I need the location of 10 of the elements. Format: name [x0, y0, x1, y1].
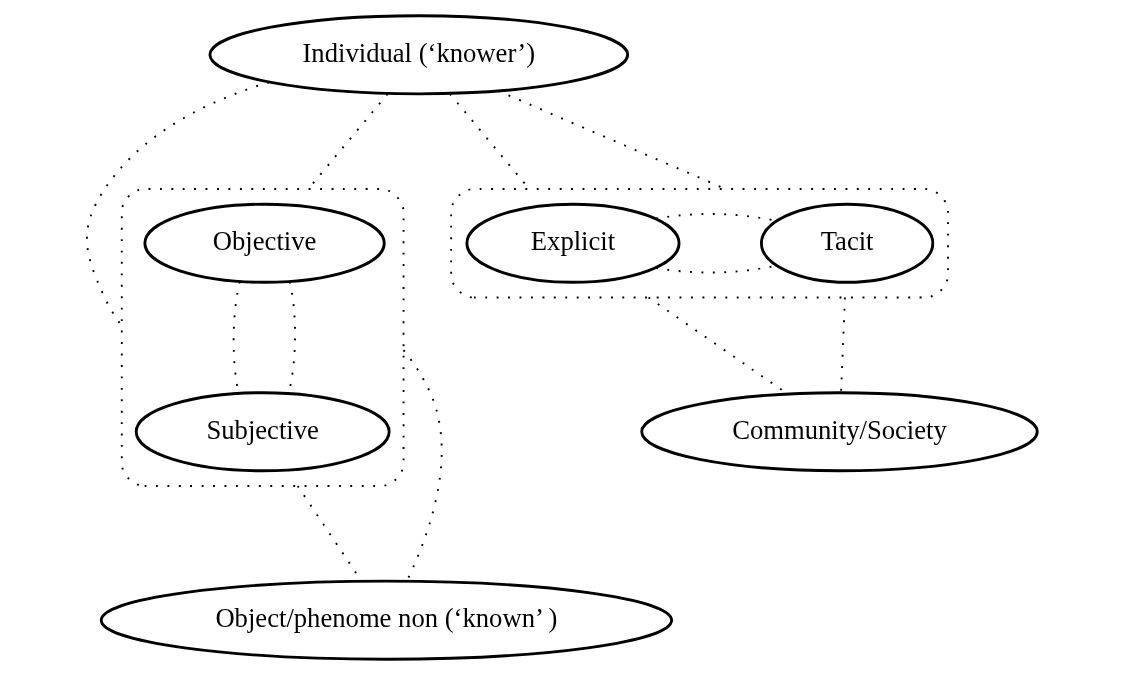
- node-ellipse: Objective: [142, 202, 386, 284]
- node-ellipse: Object/phenome non (‘known’ ): [99, 579, 673, 661]
- node-ellipse: Community/Society: [639, 391, 1039, 473]
- node-ellipse: Explicit: [464, 202, 680, 284]
- node-ellipse: Tacit: [759, 202, 934, 284]
- connector: [839, 296, 846, 394]
- cluster: [120, 188, 404, 487]
- node-ellipse: Individual (‘knower’): [208, 14, 629, 96]
- cluster: [449, 188, 949, 299]
- node-ellipse: Subjective: [134, 391, 391, 473]
